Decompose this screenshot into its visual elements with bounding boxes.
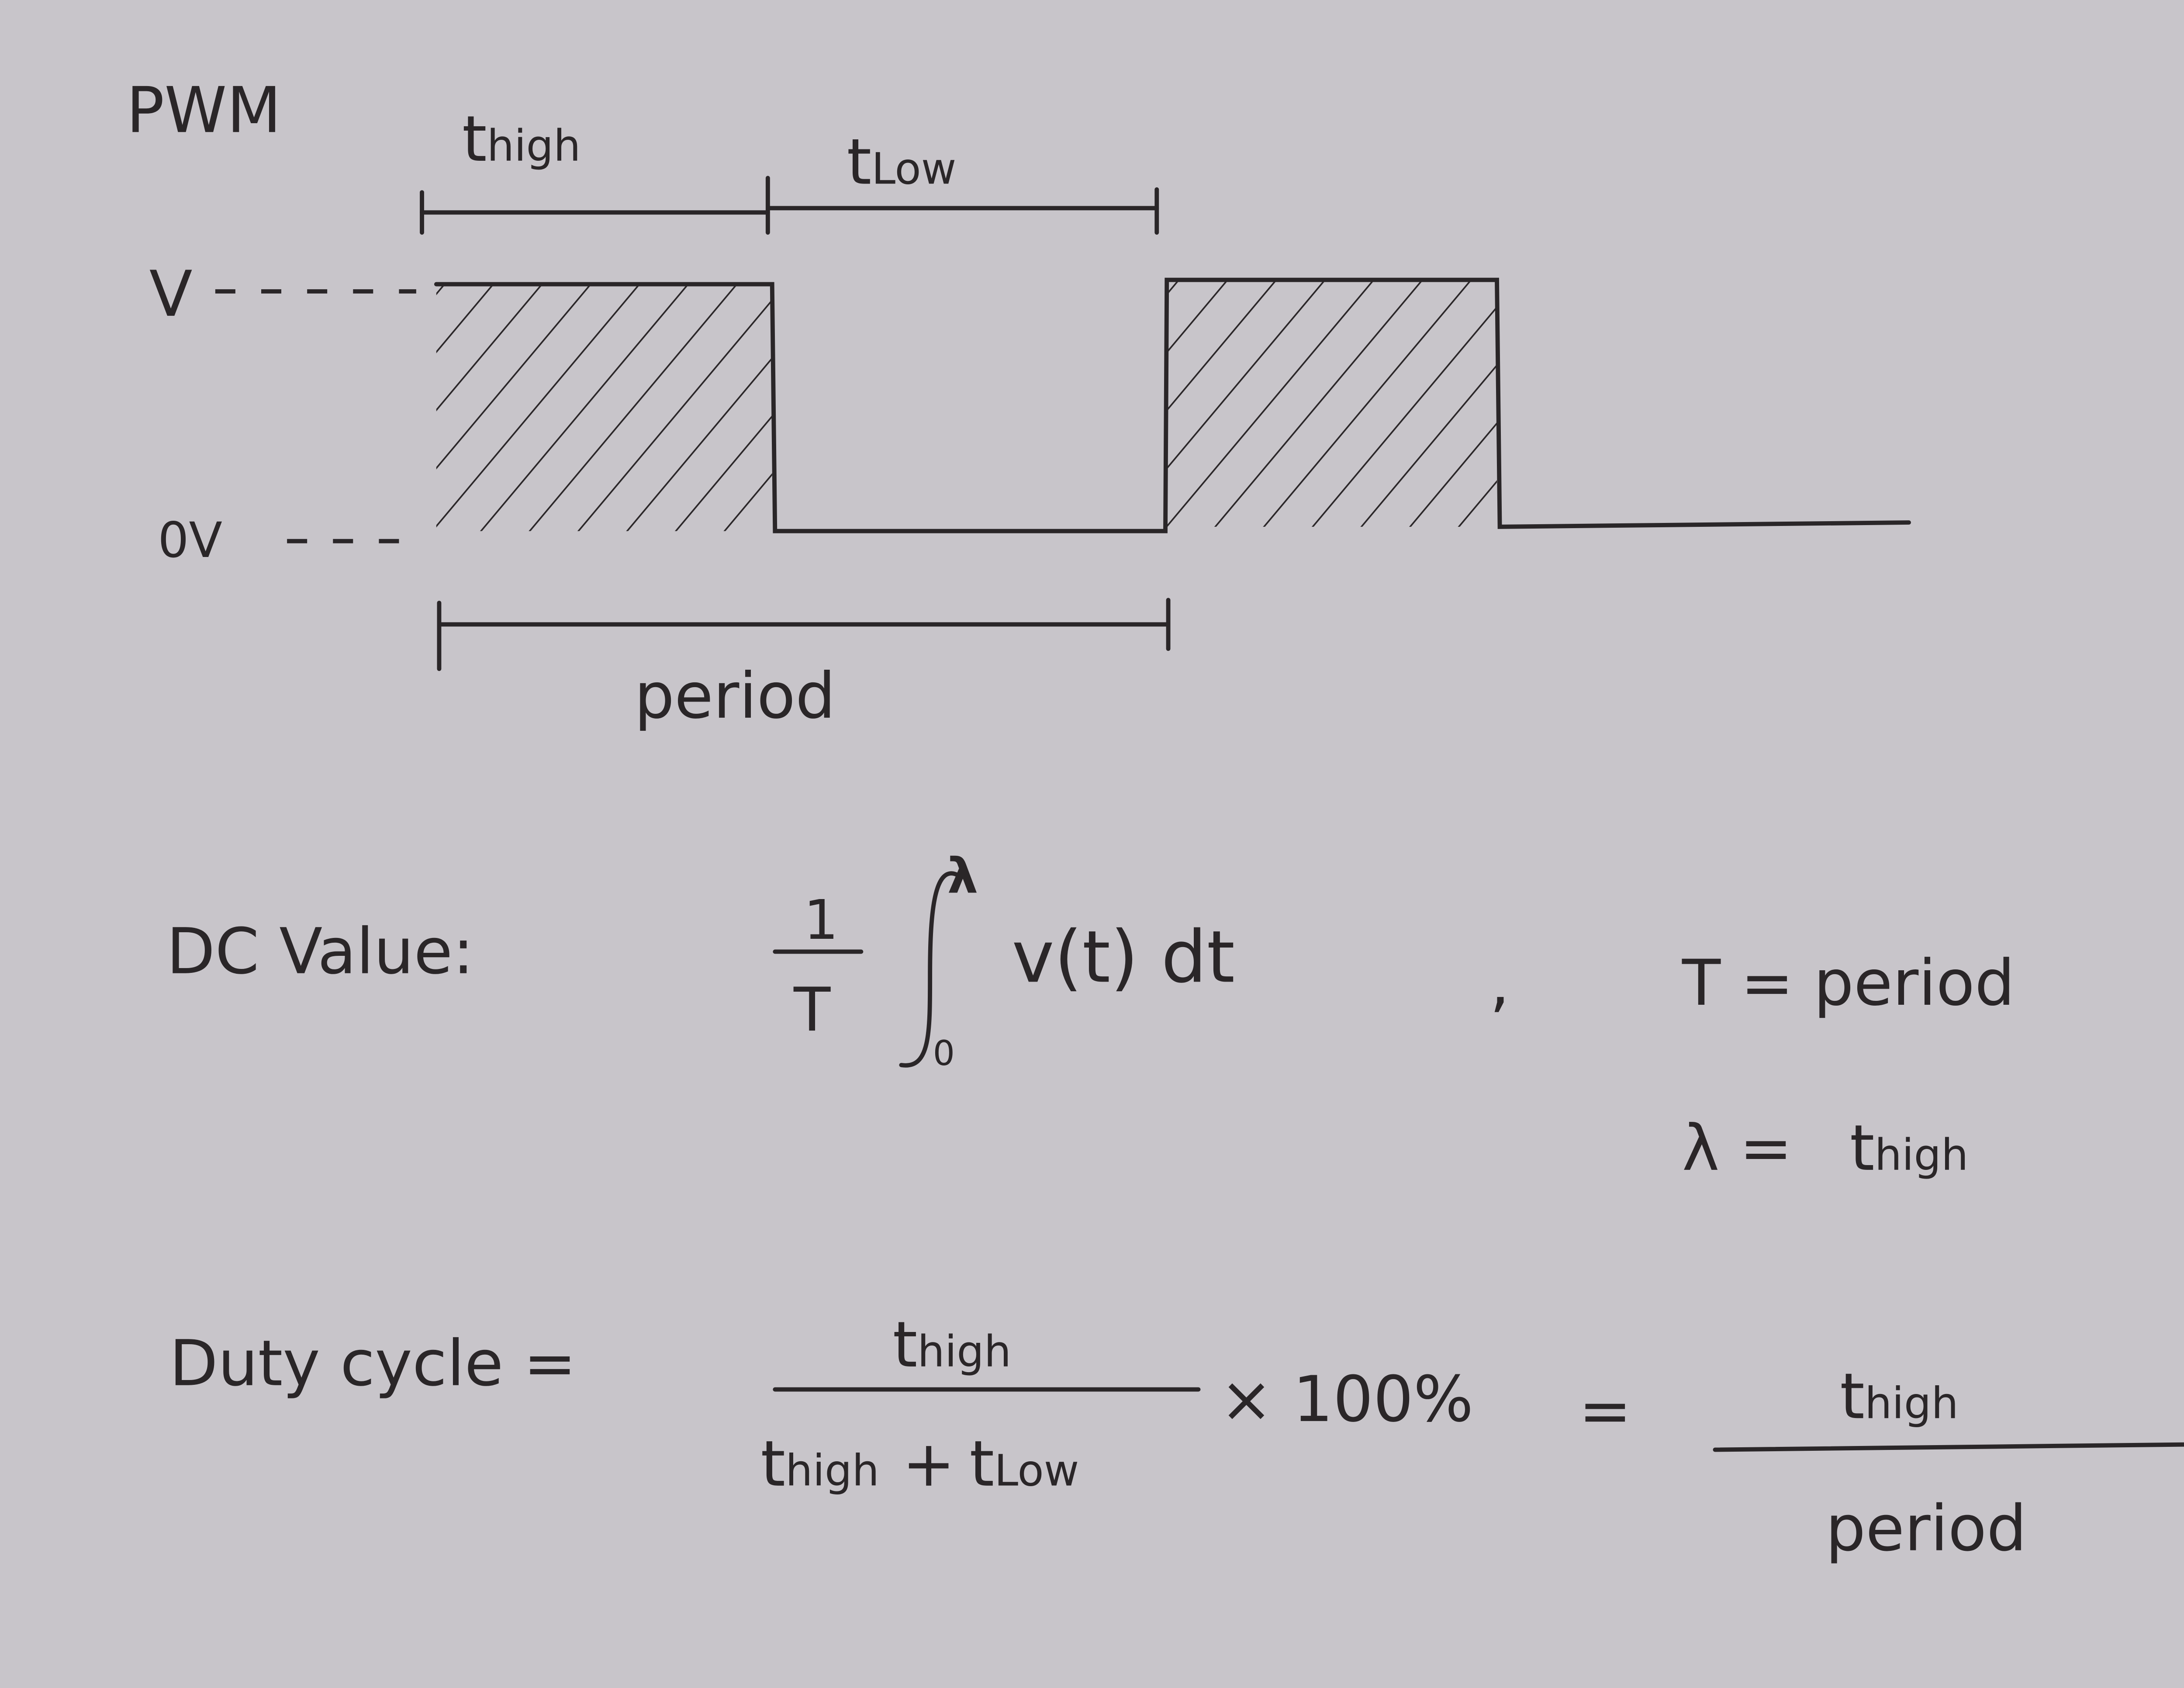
pulse-1-hatch	[436, 284, 772, 531]
duty-cycle-formula: Duty cycle = thigh thigh+tLow × 100% = t…	[169, 1308, 2184, 1566]
separator: ,	[1490, 947, 1510, 1020]
integral-sign	[899, 871, 961, 1068]
dc-value-label: DC Value:	[166, 915, 474, 989]
duty-denominator-2: period	[1825, 1492, 2027, 1566]
integral-lower-limit: 0	[933, 1033, 955, 1073]
pwm-title: PWM	[126, 74, 281, 147]
lambda-definition: λ =thigh	[1682, 1112, 1969, 1185]
period-label: period	[634, 660, 836, 733]
duty-numerator-2: thigh	[1840, 1360, 1959, 1433]
t-high-label: thigh	[462, 103, 581, 176]
integral-upper-limit: λ	[947, 848, 978, 905]
fraction-denominator: T	[793, 975, 831, 1045]
duty-numerator: thigh	[893, 1308, 1012, 1382]
v-high-label: V	[149, 258, 193, 331]
dc-value-formula: DC Value: 1 T λ 0 v(t) dt , T = period λ…	[166, 848, 2015, 1185]
t-definition: T = period	[1682, 947, 2015, 1020]
pulse-2-hatch	[1167, 280, 1497, 527]
fraction-numerator: 1	[804, 889, 838, 952]
t-high-dimension: thigh	[420, 103, 770, 235]
integrand: v(t) dt	[1012, 915, 1235, 999]
equals-sign: =	[1579, 1374, 1631, 1448]
pwm-waveform	[434, 277, 1911, 533]
v-low-label: 0V	[158, 512, 222, 569]
period-dimension: period	[437, 598, 1171, 733]
t-low-label: tLow	[847, 126, 957, 199]
duty-cycle-label: Duty cycle =	[169, 1327, 577, 1401]
duty-denominator: thigh+tLow	[760, 1428, 1079, 1501]
t-low-dimension: tLow	[765, 126, 1159, 235]
times-100-percent: × 100%	[1220, 1363, 1473, 1436]
